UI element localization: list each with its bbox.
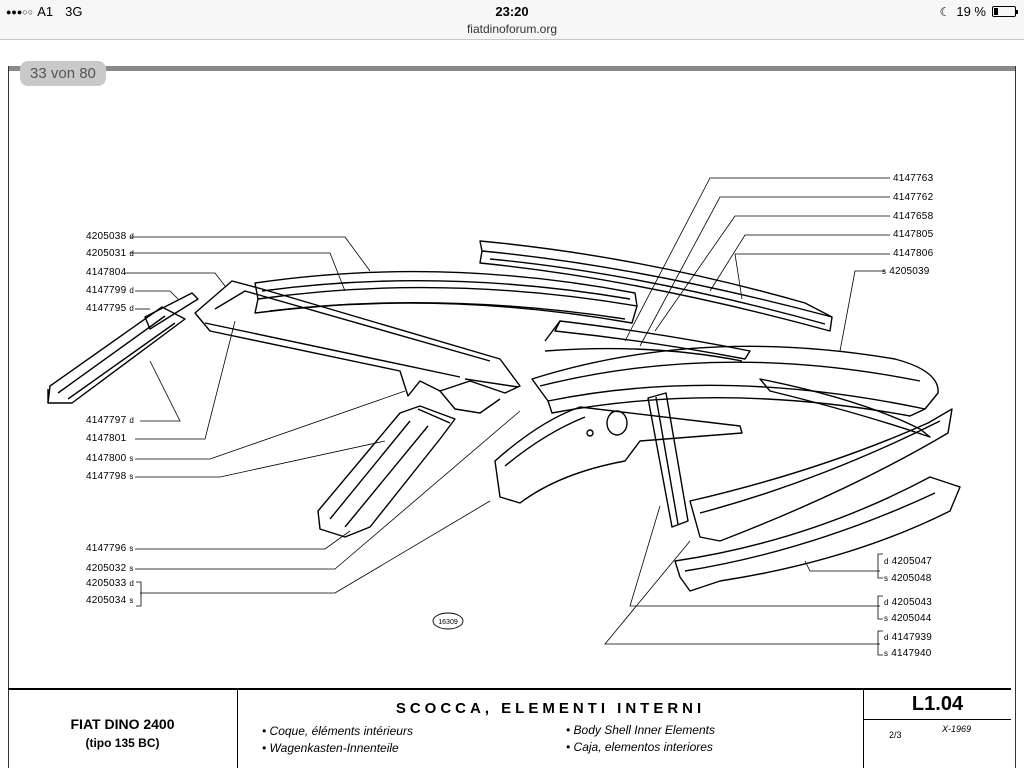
left-pillar-drawing <box>47 292 199 404</box>
subtitle-german: • Wagenkasten-Innenteile <box>262 741 399 755</box>
title-block-model: FIAT DINO 2400 (tipo 135 BC) <box>8 690 238 768</box>
cross-member-drawing <box>194 280 521 414</box>
exploded-parts-drawing: 16309 <box>47 177 961 656</box>
subtitle-french: • Coque, éléments intérieurs <box>262 724 413 738</box>
drawing-code: L1.04 <box>864 690 1011 720</box>
part-label: 4147804 <box>86 267 127 278</box>
part-label: 4147806 <box>893 248 934 259</box>
part-label: 4147805 <box>893 229 934 240</box>
section-heading: SCOCCA, ELEMENTI INTERNI <box>395 700 706 717</box>
page-left-border <box>8 66 9 768</box>
page-top-border <box>8 66 1016 71</box>
title-block: FIAT DINO 2400 (tipo 135 BC) SCOCCA, ELE… <box>8 688 1011 768</box>
status-left: ●●●○○ A1 3G <box>6 4 82 19</box>
status-right: ☾ 19 % <box>939 4 1018 19</box>
document-viewer[interactable]: 33 von 80 <box>0 41 1024 768</box>
battery-percent: 19 % <box>956 4 986 19</box>
figure-number: 16309 <box>438 619 458 626</box>
right-sill-drawing <box>674 378 961 592</box>
url-bar[interactable]: fiatdinoforum.org <box>0 22 1024 40</box>
signal-strength-icon: ●●●○○ <box>6 6 34 17</box>
roof-rail-right-drawing <box>479 240 833 362</box>
issue-date: X-1969 <box>942 724 972 734</box>
part-label: 4147762 <box>893 192 934 203</box>
title-block-code: L1.04 2/3 X-1969 <box>864 690 1011 768</box>
title-block-description: SCOCCA, ELEMENTI INTERNI • Coque, élémen… <box>238 690 864 768</box>
subtitle-spanish: • Caja, elementos interiores <box>566 740 713 754</box>
part-label: 4147658 <box>893 211 934 222</box>
page-indicator: 33 von 80 <box>20 61 106 86</box>
status-bar: ●●●○○ A1 3G 23:20 ☾ 19 % <box>0 0 1024 22</box>
subtitle-english: • Body Shell Inner Elements <box>566 723 715 737</box>
sheet-number: 2/3 <box>889 730 902 740</box>
battery-icon <box>992 6 1018 17</box>
model-type: (tipo 135 BC) <box>85 736 160 750</box>
figure-number-oval <box>432 612 464 630</box>
vertical-post-drawing <box>647 392 689 528</box>
model-name: FIAT DINO 2400 <box>70 716 175 732</box>
moon-icon: ☾ <box>939 4 951 19</box>
carrier-label: A1 <box>37 4 54 19</box>
part-label: 4147801 <box>86 433 127 444</box>
lower-panel-drawing <box>494 406 743 504</box>
center-pillar-drawing <box>317 405 456 538</box>
network-label: 3G <box>65 4 83 19</box>
page-right-border <box>1015 66 1016 768</box>
roof-rail-left-drawing <box>254 270 638 324</box>
clock: 23:20 <box>495 4 529 19</box>
part-label: 4147763 <box>893 173 934 184</box>
